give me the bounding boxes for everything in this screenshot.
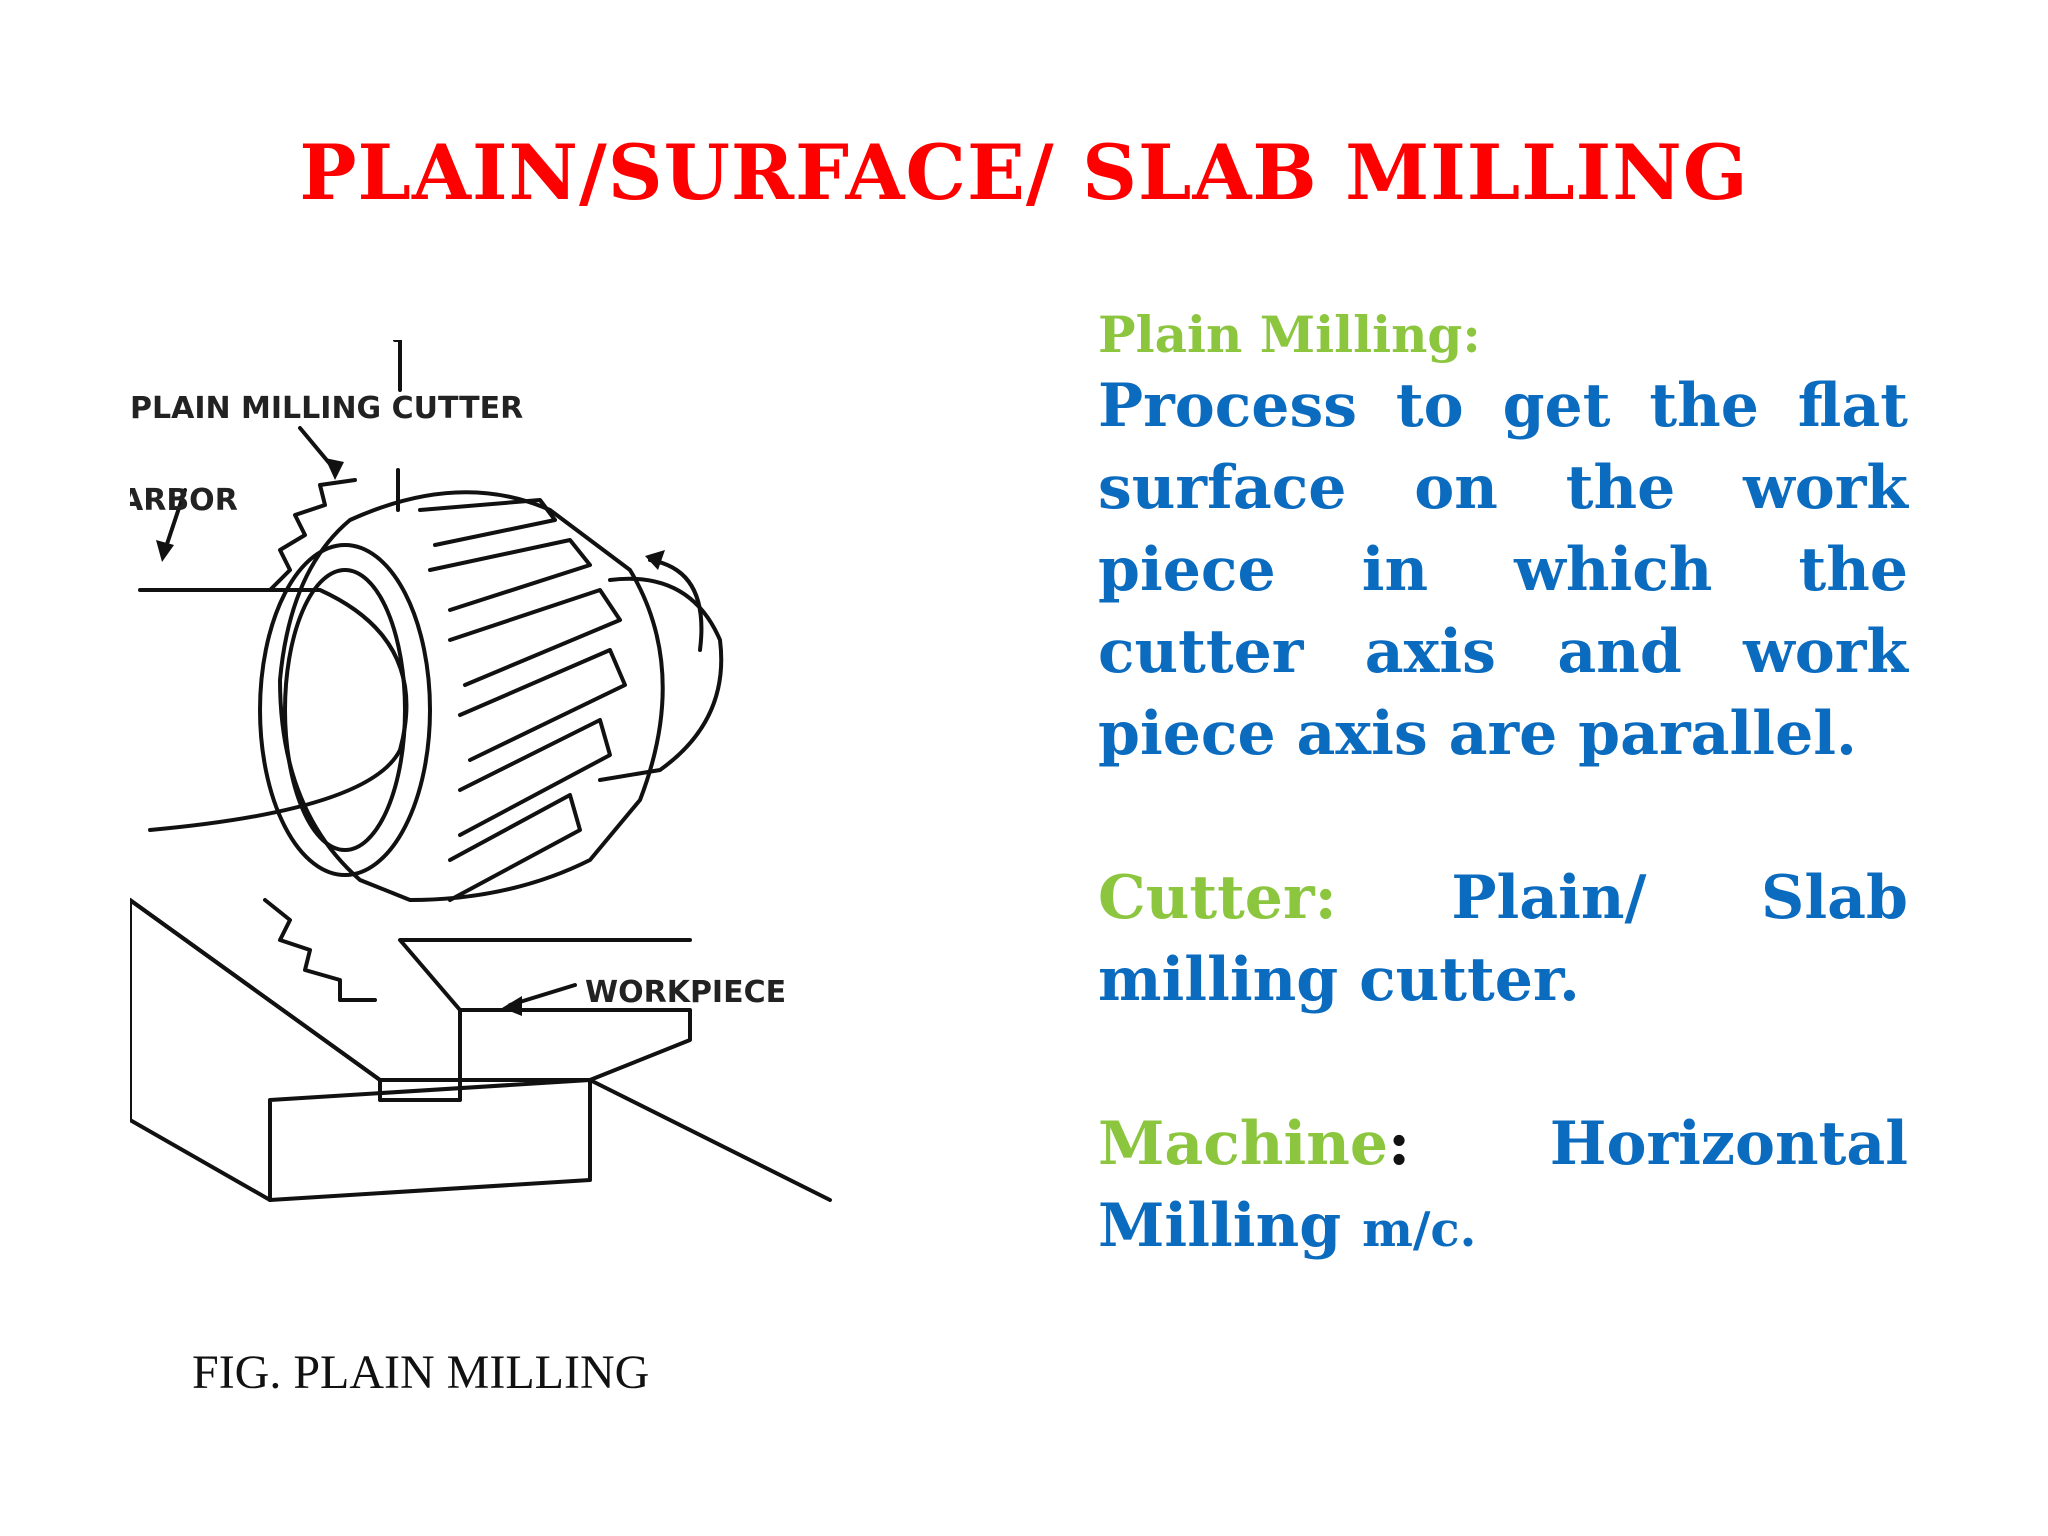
arbor-shaft-right [598, 576, 724, 782]
machine-text: Horizontal Milling [1098, 1109, 1908, 1261]
cutter-tooth [428, 538, 592, 612]
arbor-shaft [138, 588, 409, 832]
description-panel: Plain Milling: Process to get the flat s… [1098, 305, 1908, 1271]
rotation-arrow [648, 558, 704, 652]
plain-milling-heading: Plain Milling: [1098, 305, 1481, 364]
machine-suffix: m/c. [1362, 1202, 1477, 1258]
cutter-body [278, 490, 665, 902]
workpiece-base-line [588, 1078, 832, 1202]
cutter-hub-inner [283, 568, 407, 852]
workpiece-front [268, 1078, 592, 1202]
cutter-tooth [458, 718, 612, 837]
cutter-tooth [448, 793, 582, 902]
machine-heading: Machine [1098, 1109, 1389, 1179]
slide-title: PLAIN/SURFACE/ SLAB MILLING [299, 128, 1749, 217]
label-workpiece: WORKPIECE [585, 975, 786, 1010]
cutter-tooth [458, 648, 627, 762]
label-arbor: ARBOR [130, 483, 238, 518]
machine-paragraph: Machine: Horizontal Milling m/c. [1098, 1103, 1908, 1271]
cutter-leader [393, 340, 402, 392]
workpiece-top [130, 898, 692, 1102]
workpiece-body [130, 898, 592, 1202]
figure-caption: FIG. PLAIN MILLING [192, 1346, 650, 1399]
cutter-heading: Cutter: [1098, 863, 1337, 933]
arbor-leader [163, 488, 187, 552]
cutter-text: Plain/ Slab milling cutter. [1098, 863, 1908, 1015]
rotation-arrowhead [645, 550, 665, 570]
label-plain-milling-cutter: PLAIN MILLING CUTTER [130, 391, 523, 426]
cutter-tooth-edge [268, 478, 357, 592]
cutter-paragraph: Cutter: Plain/ Slab milling cutter. [1098, 857, 1908, 1021]
cutter-tooth [448, 588, 622, 687]
plain-milling-text: Process to get the flat surface on the w… [1098, 371, 1908, 769]
cutter-tooth [418, 498, 557, 547]
workpiece-step [458, 1008, 692, 1082]
arbor-arrowhead [156, 540, 174, 562]
plain-milling-figure: PLAIN MILLING CUTTER ARBOR WORKPIECE [130, 340, 990, 1220]
milling-diagram: PLAIN MILLING CUTTER ARBOR WORKPIECE [130, 340, 832, 1202]
cutter-tooth-edge [263, 898, 377, 1002]
machine-colon: : [1388, 1109, 1411, 1179]
cutter-hub [258, 543, 432, 877]
workpiece-arrowhead [502, 996, 522, 1016]
cutter-arrowhead [325, 458, 344, 480]
